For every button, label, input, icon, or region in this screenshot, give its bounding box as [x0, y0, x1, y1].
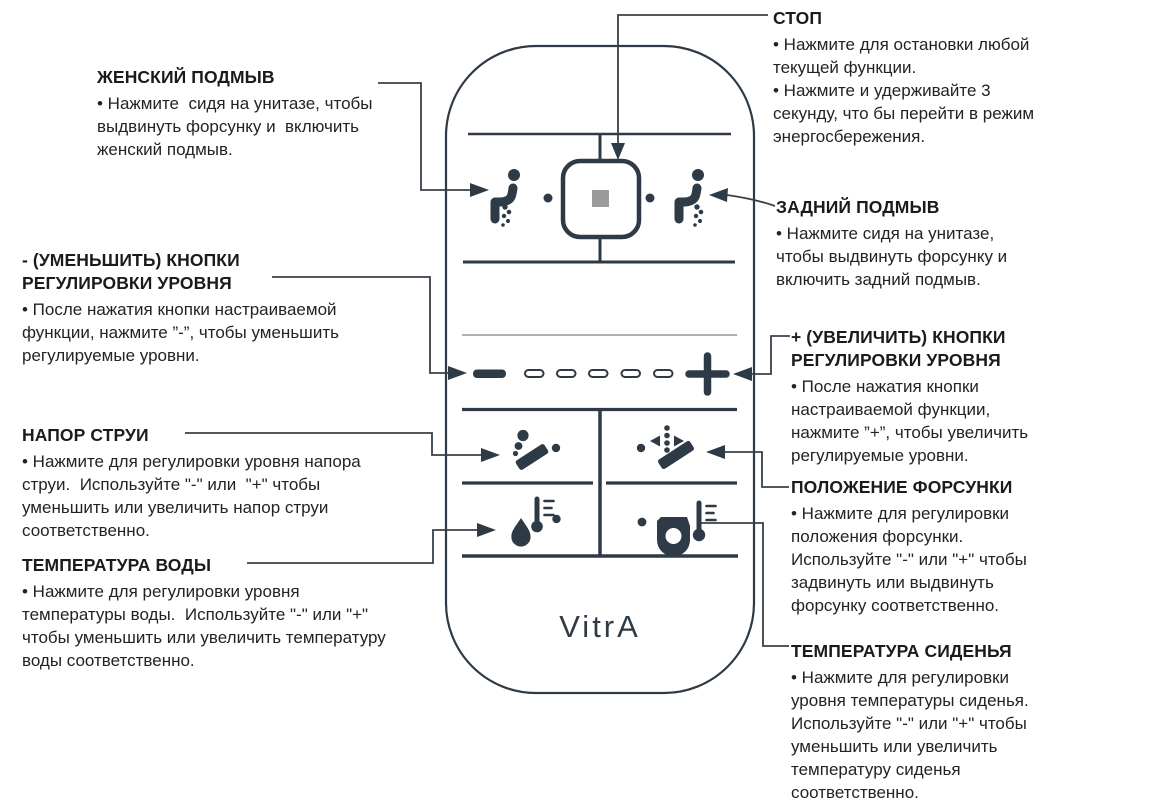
dot-spray-pressure — [551, 443, 561, 453]
annotation-body: • После нажатия кнопки настраиваемой фун… — [791, 376, 1029, 465]
connector-increase — [752, 335, 790, 375]
connector-stop — [617, 14, 768, 143]
spray-pressure-icon — [512, 429, 561, 470]
annotation-stop: СТОП • Нажмите для остановки любой текущ… — [773, 7, 1103, 148]
connector-rear-wash — [726, 194, 776, 207]
water-temperature-icon — [511, 496, 561, 547]
connector-seat-temperature — [701, 522, 789, 647]
annotation-seat-temperature: ТЕМПЕРАТУРА СИДЕНЬЯ • Нажмите для регули… — [791, 640, 1131, 798]
remote-control-body: VitrA — [444, 44, 756, 695]
connector-water-temperature — [247, 529, 478, 564]
stop-button — [560, 158, 642, 240]
annotation-title: ТЕМПЕРАТУРА ВОДЫ — [22, 555, 212, 575]
annotation-body: • Нажмите для регулировки уровня темпера… — [22, 581, 386, 671]
arrow-nozzle-position — [706, 445, 725, 459]
annotation-body: • Нажмите сидя на унитазе, чтобы выдвину… — [97, 93, 373, 159]
arrow-water-temperature — [477, 523, 496, 537]
annotation-increase: + (УВЕЛИЧИТЬ) КНОПКИ РЕГУЛИРОВКИ УРОВНЯ … — [791, 326, 1131, 467]
brand-logo: VitrA — [559, 609, 641, 644]
dot-water-temperature — [552, 514, 561, 524]
connector-decrease — [272, 276, 449, 374]
dot-nozzle-position — [636, 443, 646, 453]
annotation-body: • Нажмите для регулировки уровня напора … — [22, 451, 361, 541]
annotation-title: СТОП — [773, 8, 823, 28]
annotation-title: ПОЛОЖЕНИЕ ФОРСУНКИ — [791, 477, 1013, 497]
annotation-body: • Нажмите для регулировки уровня темпера… — [791, 667, 1029, 798]
annotation-spray-pressure: НАПОР СТРУИ • Нажмите для регулировки ур… — [22, 424, 452, 542]
annotation-body: • После нажатия кнопки настраиваемой фун… — [22, 299, 339, 365]
annotation-body: • Нажмите сидя на унитазе, чтобы выдвину… — [776, 223, 1008, 289]
rear-wash-icon — [674, 169, 704, 227]
arrow-spray-pressure — [481, 448, 500, 462]
connector-nozzle-position — [724, 451, 789, 488]
callout-connectors — [185, 14, 790, 647]
dot-seat-temperature — [637, 517, 647, 527]
arrow-rear-wash — [709, 188, 728, 202]
annotation-title: - (УМЕНЬШИТЬ) КНОПКИ РЕГУЛИРОВКИ УРОВНЯ — [22, 250, 240, 293]
dot-right-of-stop — [645, 193, 655, 203]
annotation-rear-wash: ЗАДНИЙ ПОДМЫВ • Нажмите сидя на унитазе,… — [776, 196, 1086, 291]
stop-square-icon — [592, 190, 609, 207]
female-wash-icon — [490, 169, 520, 227]
nozzle-position-icon — [636, 425, 694, 470]
annotation-title: ЖЕНСКИЙ ПОДМЫВ — [97, 67, 275, 87]
increase-button — [685, 352, 730, 396]
arrow-decrease — [448, 366, 467, 380]
annotation-water-temperature: ТЕМПЕРАТУРА ВОДЫ • Нажмите для регулиров… — [22, 554, 472, 672]
annotation-title: ЗАДНИЙ ПОДМЫВ — [776, 197, 940, 217]
annotation-title: НАПОР СТРУИ — [22, 425, 149, 445]
connector-spray-pressure — [185, 432, 482, 456]
annotation-body: • Нажмите для остановки любой текущей фу… — [773, 34, 1035, 147]
annotation-title: + (УВЕЛИЧИТЬ) КНОПКИ РЕГУЛИРОВКИ УРОВНЯ — [791, 327, 1006, 370]
seat-temperature-icon — [637, 500, 717, 557]
annotation-nozzle-position: ПОЛОЖЕНИЕ ФОРСУНКИ • Нажмите для регулир… — [791, 476, 1131, 617]
level-indicator-dashes — [524, 369, 674, 378]
connector-female-wash — [378, 82, 471, 191]
dot-left-of-stop — [543, 193, 553, 203]
arrow-stop — [611, 143, 625, 160]
annotation-title: ТЕМПЕРАТУРА СИДЕНЬЯ — [791, 641, 1012, 661]
arrow-female-wash — [470, 183, 489, 197]
annotation-decrease: - (УМЕНЬШИТЬ) КНОПКИ РЕГУЛИРОВКИ УРОВНЯ … — [22, 249, 442, 367]
annotation-female-wash: ЖЕНСКИЙ ПОДМЫВ • Нажмите сидя на унитазе… — [97, 66, 407, 161]
annotation-body: • Нажмите для регулировки положения форс… — [791, 503, 1027, 616]
decrease-button — [473, 369, 506, 378]
arrow-increase — [733, 367, 752, 381]
